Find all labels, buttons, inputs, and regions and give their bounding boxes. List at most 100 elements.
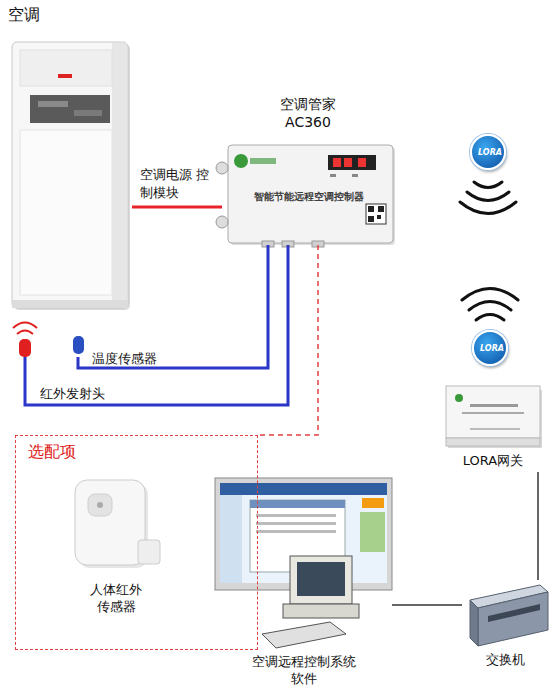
crt-monitor <box>290 556 352 604</box>
pir-bracket <box>138 540 160 564</box>
qr-dot <box>368 206 374 212</box>
device-logo <box>234 154 248 168</box>
display-digit <box>358 158 366 167</box>
gateway-print <box>462 412 524 414</box>
controller-device <box>216 145 395 247</box>
pir-body <box>75 480 145 565</box>
gateway-box: LORA网关 <box>440 380 546 472</box>
screen-sidebar <box>220 495 242 583</box>
node-text: LORA <box>474 344 510 354</box>
network-cable <box>537 472 539 580</box>
ac-unit: 空调 <box>5 5 132 357</box>
sensor-wire <box>78 245 268 368</box>
air-conditioner <box>12 42 130 310</box>
lora-badge: LORA <box>472 330 508 366</box>
ac-base <box>12 300 128 308</box>
network-cable <box>392 604 462 606</box>
network-switch <box>470 585 548 646</box>
node-text: 空调远程控制系统 软件 <box>246 654 361 688</box>
screen-row <box>256 514 336 517</box>
qr-dot <box>377 215 381 219</box>
device-button <box>330 174 336 177</box>
ac-grille <box>20 50 112 86</box>
display-digit <box>344 158 352 167</box>
ac-display <box>30 95 110 123</box>
wave <box>476 315 504 321</box>
gateway-print <box>470 428 520 430</box>
node-text: LORA网关 <box>440 453 546 470</box>
screen-header <box>220 483 387 495</box>
node-text: 智能节能远程空调控制器 <box>222 190 395 203</box>
temperature-sensor <box>73 336 84 354</box>
ir-emitter-head <box>19 339 31 357</box>
screen-row <box>256 522 336 525</box>
ac-front-panel <box>20 130 112 295</box>
node-text: 人体红外 传感器 <box>81 582 151 616</box>
node-text: 空调管家 AC360 <box>268 95 348 131</box>
ir-emitter <box>13 323 37 358</box>
node-text: LORA <box>472 148 508 158</box>
ac-side <box>112 43 127 307</box>
lora-badge: LORA <box>470 134 506 170</box>
node-text: 选配项 <box>28 442 108 463</box>
power-line <box>132 206 222 209</box>
ac-display-detail <box>38 101 68 107</box>
pir-lens <box>88 494 112 516</box>
ac-shadow <box>14 44 130 310</box>
screen-window-bar <box>250 500 345 508</box>
screen-widget <box>360 512 385 552</box>
pir-sensor-box: 人体红外 传感器 <box>61 476 171 616</box>
ir-wave <box>13 323 37 329</box>
switch-side <box>470 600 478 646</box>
optional-link <box>258 245 318 435</box>
edge-label: 温度传感器 <box>92 350 182 368</box>
computer-box: 空调远程控制系统 软件 <box>215 478 392 692</box>
screen-row <box>256 530 336 533</box>
node-text: 空调 <box>8 5 68 26</box>
pir-led <box>97 502 103 508</box>
pir-sensor <box>75 480 160 568</box>
wireless-waves <box>460 182 518 320</box>
computer <box>215 478 392 648</box>
gateway-front <box>446 438 540 446</box>
ac-display-detail <box>74 110 102 116</box>
optional-group: 选配项人体红外 传感器 <box>15 435 258 650</box>
switch-box: 交换机 <box>462 580 548 672</box>
ac-body <box>12 42 128 308</box>
qr-dot <box>378 206 384 212</box>
keyboard <box>262 622 346 648</box>
device-display <box>328 155 376 170</box>
wave <box>462 289 518 301</box>
gateway-logo <box>455 394 463 402</box>
edge-label: 红外发射头 <box>40 385 130 403</box>
ir-wave <box>17 331 33 335</box>
crt-screen <box>297 562 345 596</box>
ac-logo <box>58 74 72 78</box>
switch-ports <box>488 604 540 622</box>
edge-label: 空调电源 控制模块 <box>140 166 212 201</box>
screen-widget <box>362 498 384 508</box>
wave <box>469 302 511 311</box>
display-digit <box>333 158 341 167</box>
qr-dot <box>368 216 374 222</box>
pc-case <box>283 604 359 618</box>
device-button <box>352 174 358 177</box>
cable-gland <box>216 216 228 228</box>
ir-wire <box>25 245 288 405</box>
gateway-top <box>446 386 540 438</box>
wave <box>460 202 516 214</box>
gateway-device <box>446 386 542 448</box>
wave <box>474 182 502 188</box>
controller-box: 空调管家 AC360 智能节能远程空调控制器 <box>222 95 395 245</box>
wave <box>467 192 509 201</box>
switch-front <box>478 592 548 646</box>
qr-code <box>366 204 386 224</box>
device-logo-mark <box>250 158 276 164</box>
gateway-print <box>470 404 518 407</box>
node-text: 交换机 <box>462 652 548 669</box>
cable-gland <box>216 162 228 174</box>
